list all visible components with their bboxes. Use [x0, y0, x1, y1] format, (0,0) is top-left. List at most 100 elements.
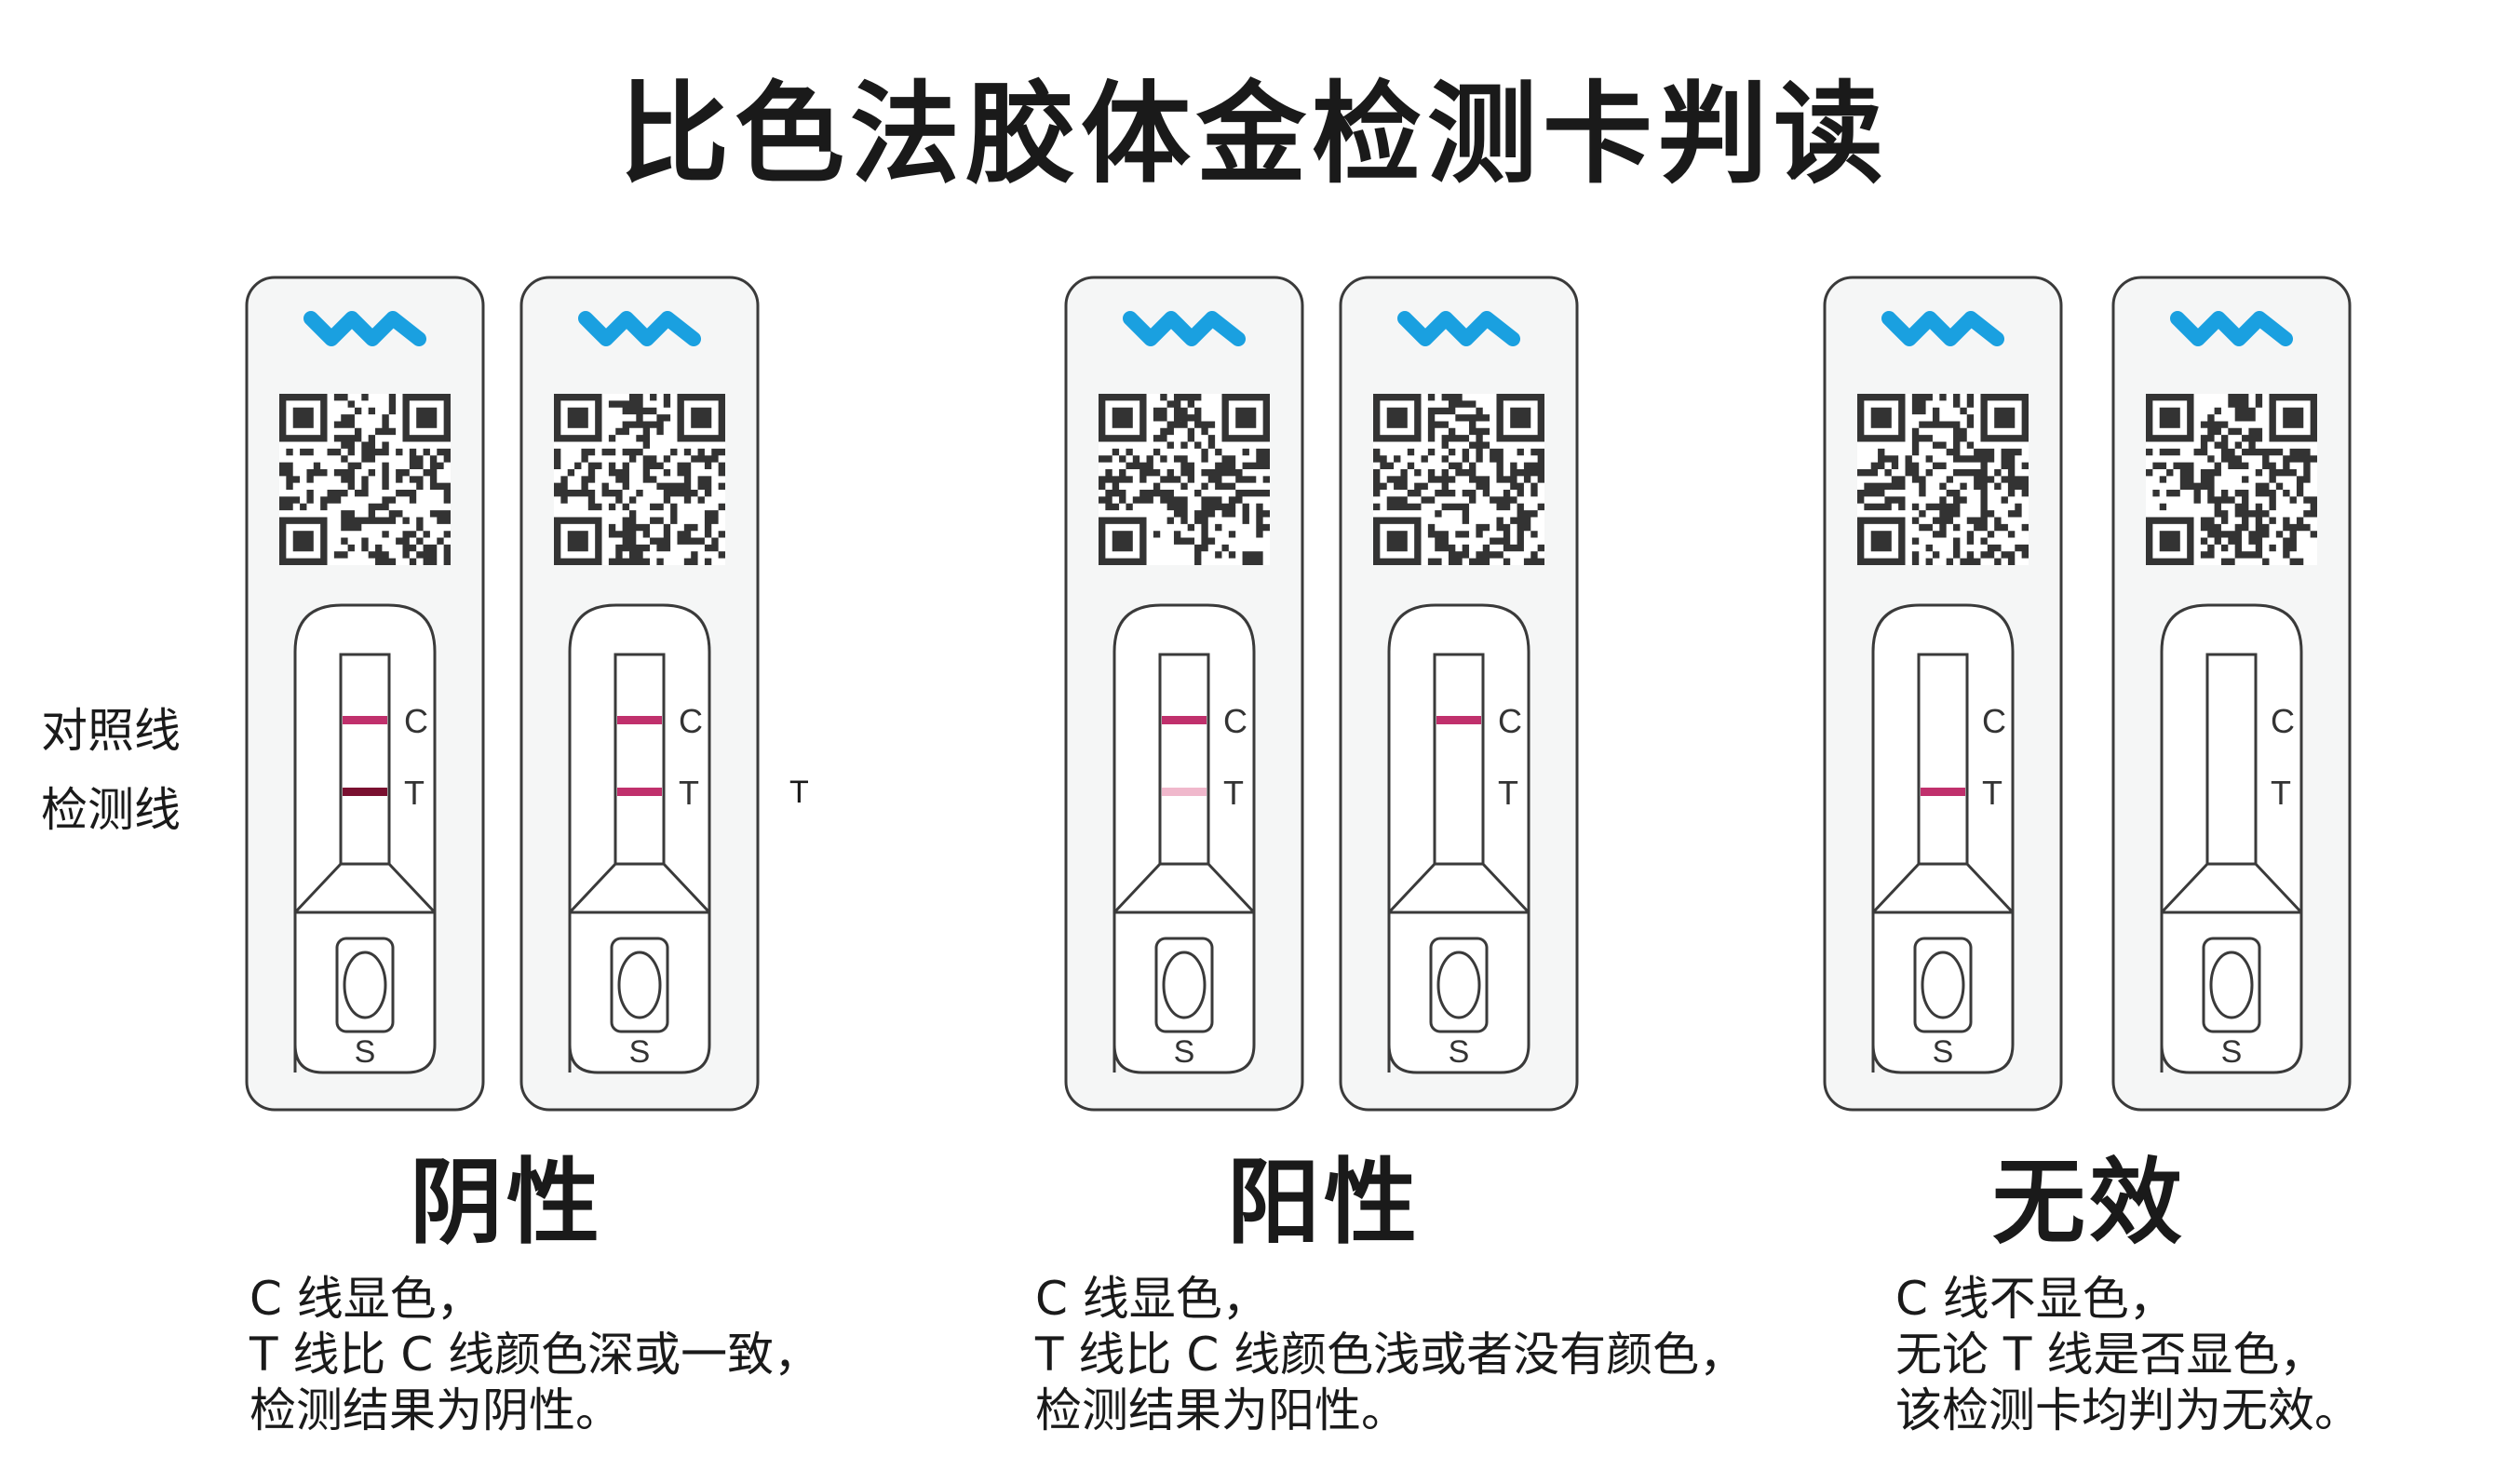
t-label: T — [2271, 774, 2291, 812]
invalid-desc-line-2: 无论 T 线是否显色， — [1895, 1328, 2326, 1382]
qr-finder — [1980, 393, 2029, 442]
test-line — [617, 788, 662, 796]
qr-code — [1857, 393, 2029, 565]
t-label: T — [1498, 774, 1518, 812]
sample-hole — [2209, 951, 2254, 1019]
invalid-desc-line-3: 该检测卡均判为无效。 — [1895, 1383, 2361, 1437]
stray-t-label: T — [789, 775, 809, 810]
brand-logo-icon — [1123, 311, 1246, 346]
invalid-desc-line-1: C 线不显色， — [1895, 1272, 2176, 1326]
control-line-label: 对照线 — [41, 704, 181, 758]
c-label: C — [1498, 702, 1522, 740]
qr-code — [553, 393, 725, 565]
control-line — [617, 716, 662, 724]
sample-hole — [1921, 951, 1965, 1019]
c-label: C — [1982, 702, 2006, 740]
test-line — [1162, 788, 1207, 796]
test-line — [1921, 788, 1965, 796]
qr-finder — [1857, 393, 1906, 442]
test-card: CT S — [245, 276, 485, 1112]
qr-finder — [1496, 393, 1545, 442]
s-label: S — [2221, 1034, 2243, 1070]
test-strip — [339, 653, 391, 866]
qr-finder — [2269, 393, 2317, 442]
qr-code — [2145, 393, 2317, 565]
sample-hole — [617, 951, 662, 1019]
s-label: S — [1933, 1034, 1954, 1070]
positive-description: C 线显色， T 线比 C 线颜色浅或者没有颜色， 检测结果为阳性。 — [1035, 1271, 1746, 1438]
test-strip — [2205, 653, 2258, 866]
test-card: CT S — [2111, 276, 2352, 1112]
strip-funnel — [1112, 862, 1256, 914]
qr-finder — [2145, 517, 2194, 565]
negative-desc-line-2: T 线比 C 线颜色深或一致， — [249, 1328, 821, 1382]
qr-finder — [1099, 517, 1147, 565]
s-label: S — [1449, 1034, 1470, 1070]
qr-finder — [677, 393, 725, 442]
invalid-title: 无效 — [1992, 1148, 2186, 1257]
qr-finder — [278, 517, 328, 565]
c-label: C — [1223, 702, 1247, 740]
qr-finder — [1373, 393, 1422, 442]
control-line — [343, 716, 387, 724]
test-card: CT S — [1064, 276, 1304, 1112]
test-strip — [614, 653, 666, 866]
t-label: T — [1223, 774, 1244, 812]
qr-finder — [278, 393, 328, 442]
page-title: 比色法胶体金检测卡判读 — [618, 70, 1889, 198]
qr-finder — [553, 393, 602, 442]
test-line — [343, 788, 387, 796]
test-strip — [1917, 653, 1969, 866]
qr-finder — [402, 393, 452, 442]
qr-finder — [2145, 393, 2194, 442]
s-label: S — [355, 1034, 376, 1070]
test-card: CT S — [1339, 276, 1579, 1112]
qr-finder — [1099, 393, 1147, 442]
sample-hole — [1436, 951, 1481, 1019]
negative-description: C 线显色， T 线比 C 线颜色深或一致， 检测结果为阴性。 — [249, 1271, 820, 1438]
s-label: S — [629, 1034, 651, 1070]
qr-finder — [553, 517, 602, 565]
c-label: C — [2271, 702, 2295, 740]
brand-logo-icon — [2170, 311, 2293, 346]
qr-finder — [1373, 517, 1422, 565]
t-label: T — [404, 774, 425, 812]
qr-code — [1373, 393, 1545, 565]
test-line-label: 检测线 — [41, 783, 181, 837]
brand-logo-icon — [303, 311, 426, 346]
test-strip — [1433, 653, 1485, 866]
control-line — [1162, 716, 1207, 724]
strip-funnel — [568, 862, 711, 914]
positive-desc-line-1: C 线显色， — [1035, 1272, 1269, 1326]
sample-hole — [1162, 951, 1207, 1019]
brand-logo-icon — [1397, 311, 1520, 346]
s-label: S — [1174, 1034, 1195, 1070]
qr-finder — [1857, 517, 1906, 565]
brand-logo-icon — [578, 311, 701, 346]
positive-title: 阳性 — [1227, 1148, 1421, 1257]
test-strip — [1158, 653, 1210, 866]
c-label: C — [679, 702, 703, 740]
strip-funnel — [1871, 862, 2015, 914]
negative-desc-line-1: C 线显色， — [249, 1272, 483, 1326]
test-card: CT S — [1823, 276, 2063, 1112]
strip-funnel — [2160, 862, 2303, 914]
positive-desc-line-3: 检测结果为阳性。 — [1035, 1383, 1408, 1437]
qr-code — [1099, 393, 1271, 565]
qr-code — [278, 393, 452, 565]
strip-funnel — [293, 862, 437, 914]
strip-funnel — [1387, 862, 1530, 914]
c-label: C — [404, 702, 428, 740]
negative-desc-line-3: 检测结果为阴性。 — [249, 1383, 622, 1437]
positive-desc-line-2: T 线比 C 线颜色浅或者没有颜色， — [1035, 1328, 1746, 1382]
invalid-description: C 线不显色， 无论 T 线是否显色， 该检测卡均判为无效。 — [1895, 1271, 2361, 1438]
t-label: T — [1982, 774, 2002, 812]
sample-hole — [343, 951, 387, 1019]
t-label: T — [679, 774, 699, 812]
negative-title: 阴性 — [410, 1148, 603, 1257]
control-line — [1436, 716, 1481, 724]
qr-finder — [1221, 393, 1271, 442]
brand-logo-icon — [1881, 311, 2004, 346]
test-card: CT S — [519, 276, 760, 1112]
